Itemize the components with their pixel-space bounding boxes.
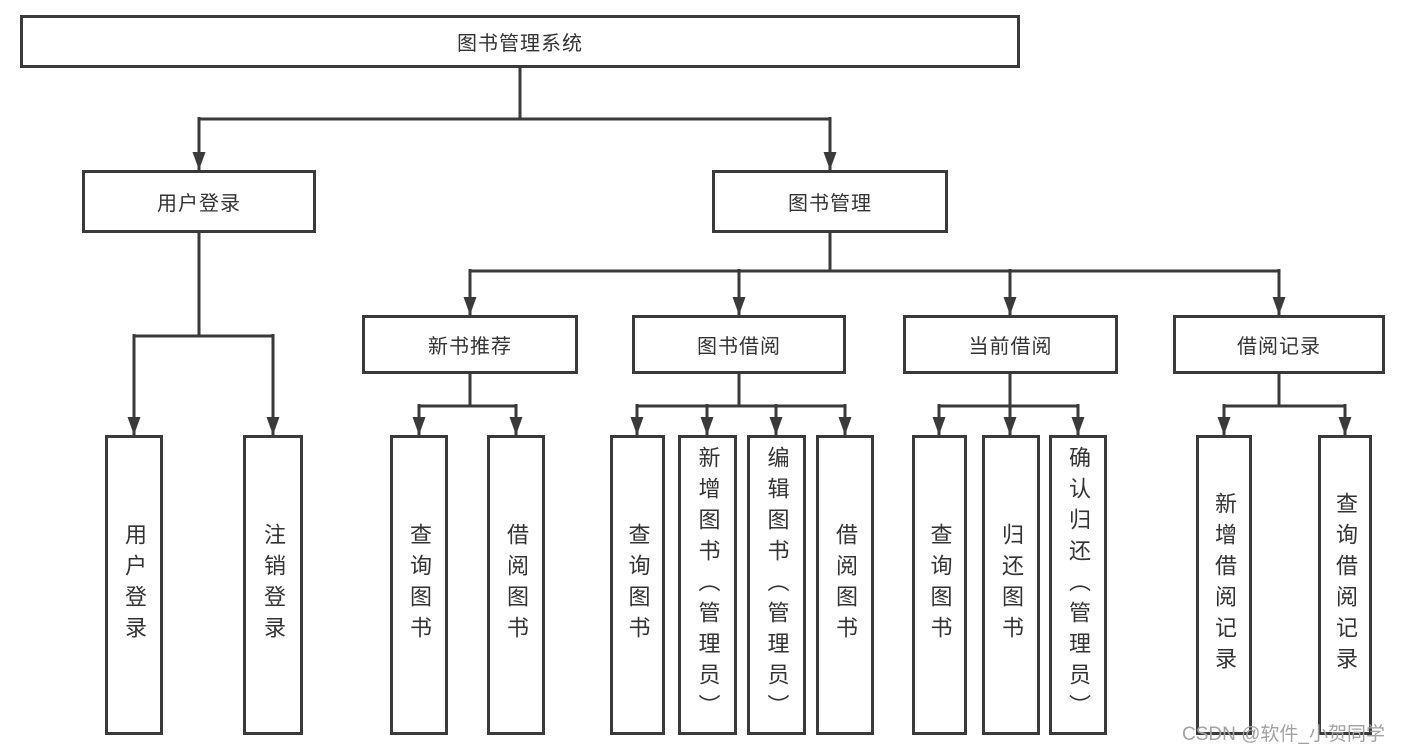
leaf-query-books-borrow: 查询图书 xyxy=(610,435,665,735)
leaf-query-books-recommend-label: 查询图书 xyxy=(407,523,432,647)
leaf-borrow-books-label: 借阅图书 xyxy=(833,523,858,647)
leaf-query-books-current: 查询图书 xyxy=(912,435,967,735)
node-new-book-recommend: 新书推荐 xyxy=(362,315,578,374)
leaf-query-borrow-record-label: 查询借阅记录 xyxy=(1333,492,1358,678)
leaf-confirm-return-admin-label: 确认归还（管理员） xyxy=(1066,445,1091,725)
leaf-logout-label: 注销登录 xyxy=(261,523,286,647)
leaf-add-book-admin: 新增图书（管理员） xyxy=(678,435,737,735)
node-user-login: 用户登录 xyxy=(82,170,316,233)
csdn-watermark: CSDN @软件_小贺同学 xyxy=(1182,724,1385,745)
leaf-query-books-borrow-label: 查询图书 xyxy=(625,523,651,647)
node-book-borrow: 图书借阅 xyxy=(632,315,846,374)
leaf-return-book: 归还图书 xyxy=(982,435,1040,735)
leaf-add-borrow-record: 新增借阅记录 xyxy=(1196,435,1252,735)
leaf-edit-book-admin-label: 编辑图书（管理员） xyxy=(764,445,790,725)
leaf-confirm-return-admin: 确认归还（管理员） xyxy=(1049,435,1107,735)
leaf-user-login-label: 用户登录 xyxy=(122,523,147,647)
leaf-borrow-books-recommend: 借阅图书 xyxy=(487,435,545,735)
leaf-logout: 注销登录 xyxy=(243,435,303,735)
leaf-user-login: 用户登录 xyxy=(105,435,163,735)
leaf-add-book-admin-label: 新增图书（管理员） xyxy=(695,445,721,725)
node-current-borrow: 当前借阅 xyxy=(903,315,1118,374)
leaf-query-books-current-label: 查询图书 xyxy=(927,523,953,647)
leaf-add-borrow-record-label: 新增借阅记录 xyxy=(1212,492,1237,678)
leaf-return-book-label: 归还图书 xyxy=(999,523,1024,647)
node-borrow-records: 借阅记录 xyxy=(1173,315,1385,374)
leaf-borrow-books: 借阅图书 xyxy=(816,435,874,735)
leaf-borrow-books-recommend-label: 借阅图书 xyxy=(504,523,529,647)
leaf-edit-book-admin: 编辑图书（管理员） xyxy=(747,435,806,735)
leaf-query-borrow-record: 查询借阅记录 xyxy=(1318,435,1372,735)
node-book-management: 图书管理 xyxy=(712,170,948,233)
node-system-root: 图书管理系统 xyxy=(20,15,1020,68)
leaf-query-books-recommend: 查询图书 xyxy=(390,435,448,735)
